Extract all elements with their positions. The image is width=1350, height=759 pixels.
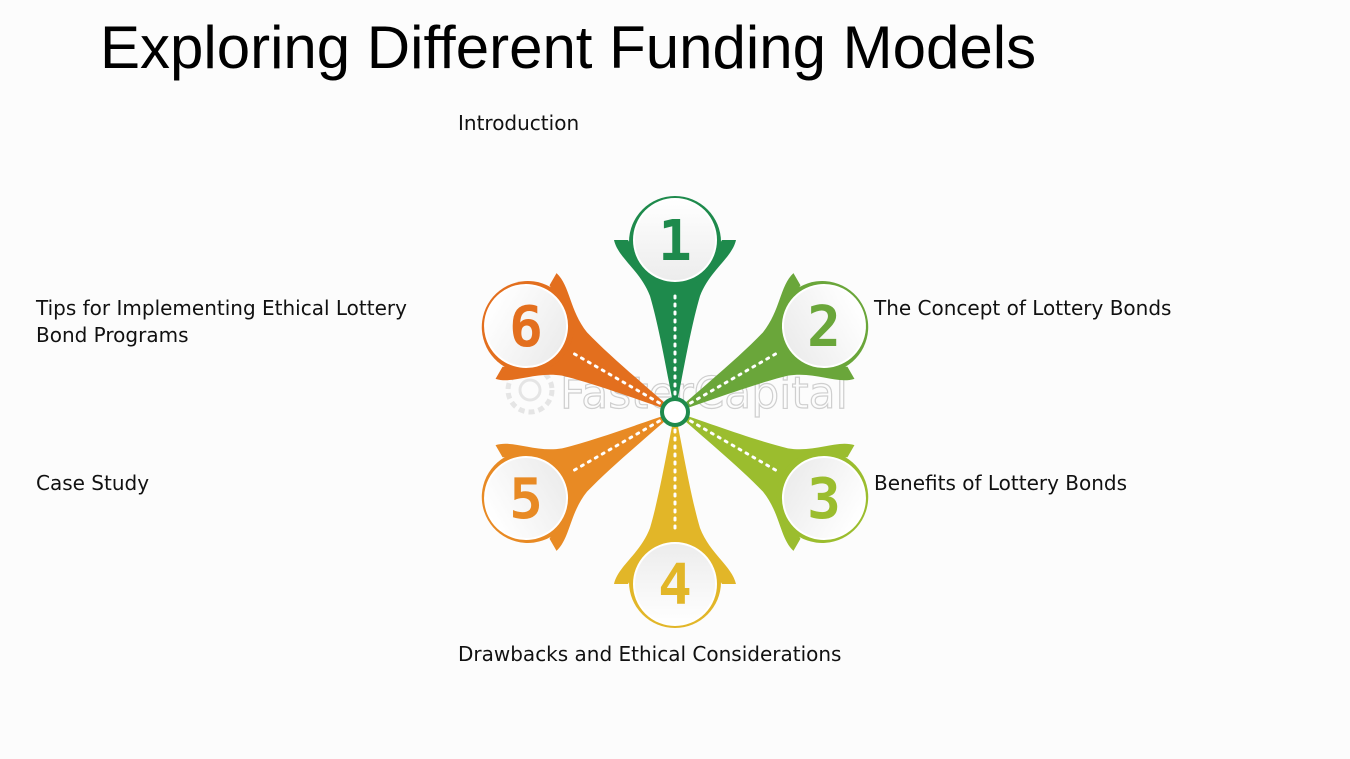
petal-4 <box>614 412 736 628</box>
step-2-number: 2 <box>807 295 841 360</box>
step-3-label: Benefits of Lottery Bonds <box>874 471 1128 495</box>
page-title: Exploring Different Funding Models <box>100 14 1037 81</box>
step-1-label: Introduction <box>458 111 580 135</box>
step-5-badge <box>484 456 569 540</box>
petal-6-dotted-line <box>567 349 661 405</box>
petal-5 <box>481 412 675 551</box>
petal-1-shape <box>614 240 736 412</box>
step-5-label: Case Study <box>36 471 150 495</box>
petal-2-shape <box>675 273 855 412</box>
petal-5-shape <box>495 412 675 551</box>
petal-3-shape <box>675 412 855 551</box>
step-5-number: 5 <box>509 467 543 532</box>
petal-2 <box>675 273 869 412</box>
step-2-label: The Concept of Lottery Bonds <box>874 296 1172 320</box>
step-3-number: 3 <box>807 467 841 532</box>
step-3-badge <box>781 456 866 540</box>
step-2-badge <box>781 284 866 368</box>
step-4-badge <box>633 542 717 626</box>
step-6-badge <box>484 284 569 368</box>
petal-4-shape <box>614 412 736 584</box>
center-hub <box>660 397 690 427</box>
step-4-label: Drawbacks and Ethical Considerations <box>458 642 842 666</box>
step-1-number: 1 <box>658 209 692 274</box>
step-4-number: 4 <box>658 553 692 618</box>
petal-1 <box>614 196 736 412</box>
petal-5-dotted-line <box>567 419 661 475</box>
petal-2-dotted-line <box>689 349 783 405</box>
petal-3-dotted-line <box>689 419 783 475</box>
petal-6 <box>481 273 675 412</box>
step-6-number: 6 <box>509 295 543 360</box>
petal-6-shape <box>495 273 675 412</box>
diagram-petals: 1 2 3 4 5 6 <box>481 196 869 628</box>
step-6-label: Tips for Implementing Ethical Lottery Bo… <box>36 296 407 347</box>
step-1-badge <box>633 198 717 282</box>
petal-3 <box>675 412 869 551</box>
